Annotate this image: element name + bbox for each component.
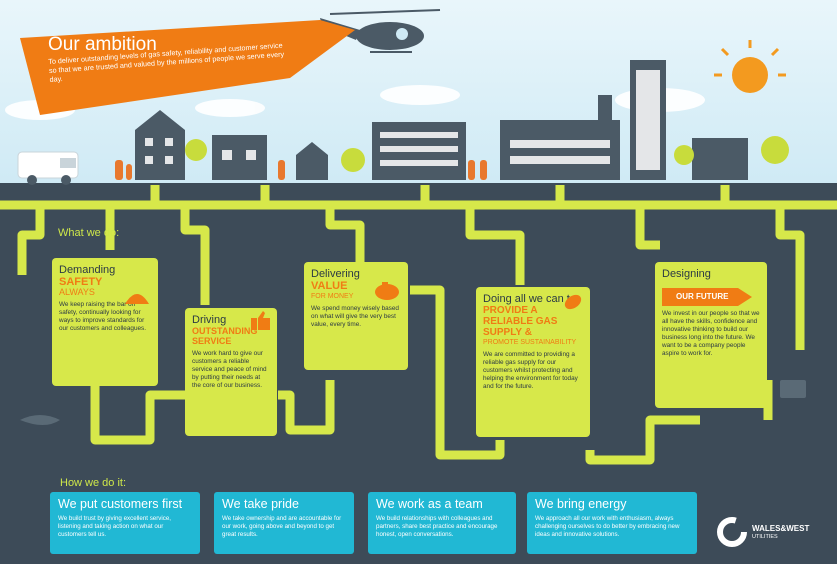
leaf-icon — [564, 294, 582, 310]
tile-team-title: We work as a team — [376, 497, 483, 511]
treasure-chest-icon — [780, 380, 806, 398]
card-service: Driving OUTSTANDING SERVICE We work hard… — [185, 308, 277, 436]
company-logo: WALES&WEST UTILITIES — [716, 512, 826, 552]
card-supply: Doing all we can to PROVIDE A RELIABLE G… — [476, 287, 590, 437]
how-we-do-heading: How we do it: — [60, 477, 127, 489]
card-service-body: We work hard to give our customers a rel… — [192, 350, 267, 389]
hard-hat-icon — [125, 294, 149, 304]
card-value-line2: VALUE — [311, 280, 348, 292]
tile-energy: We bring energy We approach all our work… — [527, 492, 697, 554]
card-safety-line1: Demanding — [59, 264, 116, 276]
tile-pride-body: We take ownership and are accountable fo… — [222, 515, 342, 538]
card-future: Designing OUR FUTURE We invest in our pe… — [655, 262, 767, 408]
tile-customers-body: We build trust by giving excellent servi… — [58, 515, 172, 538]
card-future-body: We invest in our people so that we all h… — [662, 310, 760, 357]
tile-customers: We put customers first We build trust by… — [50, 492, 200, 554]
logo-name: WALES&WEST — [752, 524, 810, 533]
card-value-line1: Delivering — [311, 268, 360, 280]
card-future-line2: OUR FUTURE — [676, 292, 729, 301]
card-service-line2: OUTSTANDING SERVICE — [192, 326, 258, 346]
tile-pride-title: We take pride — [222, 497, 299, 511]
trees — [185, 136, 789, 172]
tile-team-body: We build relationships with colleagues a… — [376, 515, 498, 538]
tile-pride: We take pride We take ownership and are … — [214, 492, 354, 554]
card-safety-body: We keep raising the bar on safety, conti… — [59, 301, 147, 332]
card-supply-line3: PROMOTE SUSTAINABILITY — [483, 339, 577, 346]
what-we-do-heading: What we do: — [58, 227, 120, 239]
piggy-bank-icon — [375, 282, 399, 300]
logo-ring-icon — [717, 517, 747, 547]
card-value-body: We spend money wisely based on what will… — [311, 305, 399, 328]
tile-customers-title: We put customers first — [58, 497, 183, 511]
tile-team: We work as a team We build relationships… — [368, 492, 516, 554]
thumbs-up-icon — [251, 311, 270, 330]
van-icon — [17, 151, 79, 185]
ambition-title: Our ambition — [48, 34, 157, 55]
tile-energy-body: We approach all our work with enthusiasm… — [535, 515, 680, 538]
tile-energy-title: We bring energy — [535, 497, 627, 511]
sun-icon — [714, 40, 786, 93]
card-safety-line3: ALWAYS — [59, 287, 95, 297]
card-future-line1: Designing — [662, 268, 711, 280]
helicopter-icon — [320, 9, 441, 53]
card-supply-body: We are committed to providing a reliable… — [483, 351, 578, 390]
future-arrow: OUR FUTURE — [662, 288, 760, 306]
card-supply-line2: PROVIDE A RELIABLE GAS SUPPLY & — [483, 305, 558, 338]
card-value-line3: FOR MONEY — [311, 293, 354, 300]
pipes — [0, 185, 837, 465]
card-supply-line1: Doing all we can to — [483, 293, 576, 305]
card-service-line1: Driving — [192, 314, 227, 326]
logo-subname: UTILITIES — [752, 534, 778, 540]
card-value: Delivering VALUE FOR MONEY We spend mone… — [304, 262, 408, 370]
fossil-icon — [20, 415, 60, 425]
people — [115, 160, 487, 180]
card-safety-line2: SAFETY — [59, 276, 103, 288]
card-safety: Demanding SAFETY ALWAYS We keep raising … — [52, 258, 158, 386]
